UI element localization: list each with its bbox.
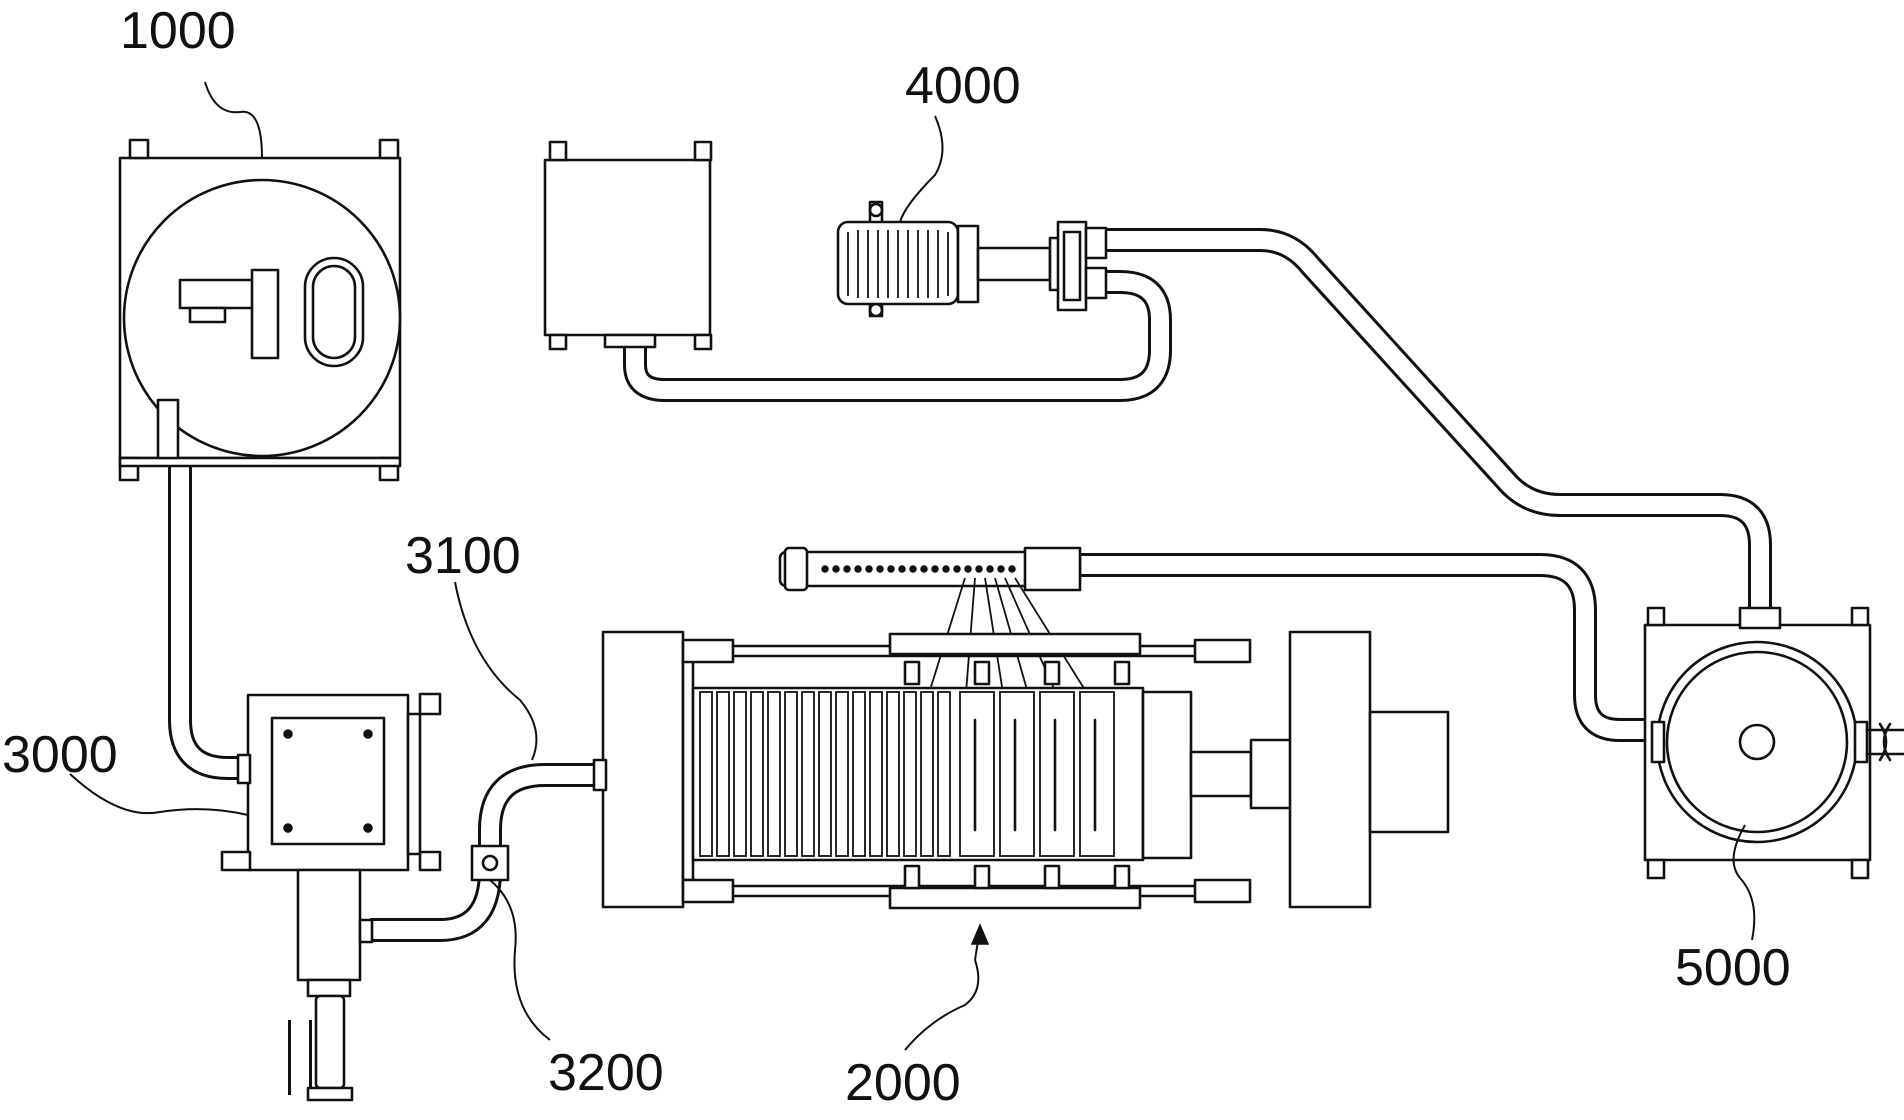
- tank-5000: [1643, 606, 1904, 880]
- filter-plates: [699, 691, 1115, 857]
- label-3200: 3200: [548, 1044, 664, 1102]
- nozzle-holes: [821, 565, 1016, 573]
- leader-lines: [69, 81, 1756, 1051]
- filter-press-2000: [592, 546, 1450, 910]
- pump-4000: [836, 200, 1108, 318]
- label-1000: 1000: [120, 2, 236, 60]
- tank-1000: [118, 138, 402, 482]
- reference-labels: 1000 4000 3100 3000 3200 2000 5000: [2, 2, 1791, 1112]
- label-4000: 4000: [905, 57, 1021, 115]
- label-3000: 3000: [2, 726, 118, 784]
- label-2000: 2000: [845, 1054, 961, 1112]
- control-box: [543, 140, 713, 351]
- pipe-network: [168, 228, 1772, 1095]
- unit-3000: [220, 692, 442, 1102]
- label-3100: 3100: [405, 527, 521, 585]
- label-5000: 5000: [1675, 939, 1791, 997]
- valve-3200: [470, 844, 510, 882]
